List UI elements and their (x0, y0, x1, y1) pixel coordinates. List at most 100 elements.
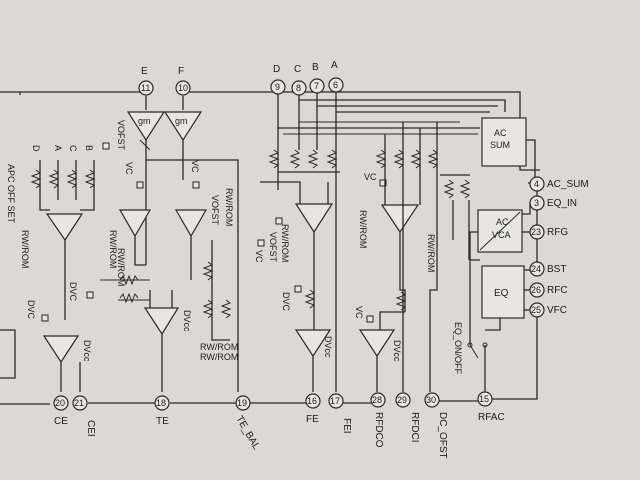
pin-7: 7 (309, 78, 325, 94)
label-vc-1: VC (190, 160, 200, 173)
switch-box-3 (192, 181, 200, 189)
svg-text:gm: gm (175, 116, 188, 126)
label-dvc-3: DVC (281, 292, 291, 312)
svg-text:26: 26 (531, 285, 541, 295)
switch-box-9 (366, 315, 374, 323)
label-vofst-1: VOFST (116, 120, 126, 151)
svg-text:21: 21 (74, 398, 84, 408)
label-dvc-2: DVC (68, 282, 78, 302)
label-cei: CEI (85, 420, 96, 437)
input-label-a: A (331, 60, 338, 71)
label-dc-ofst: DC_OFST (437, 412, 448, 459)
label-eq-in: EQ_IN (547, 198, 577, 209)
pin-16: 16 (305, 393, 321, 409)
input-label-c: C (294, 64, 301, 75)
svg-text:17: 17 (330, 396, 340, 406)
switch-box-8 (379, 179, 387, 187)
input-label-b: B (312, 62, 319, 73)
switch-box-6 (275, 217, 283, 225)
svg-text:AC: AC (496, 217, 509, 227)
svg-text:3: 3 (534, 198, 539, 208)
pin-3: 3 (529, 195, 545, 211)
label-fei: FEI (341, 418, 352, 434)
switch-box-1 (102, 142, 110, 150)
op-amp-left-2 (174, 209, 208, 238)
op-amp-rf-out (358, 329, 396, 358)
pin-18: 18 (154, 395, 170, 411)
label-rfdci: RFDCI (409, 412, 420, 443)
svg-text:24: 24 (531, 264, 541, 274)
svg-text:16: 16 (307, 396, 317, 406)
ac-vca-block: AC VCA (477, 209, 523, 253)
svg-text:30: 30 (426, 395, 436, 405)
svg-text:gm: gm (138, 116, 151, 126)
label-rw-rom-6: RW/ROM (200, 352, 238, 362)
pin-28: 28 (370, 392, 386, 408)
pin-15: 15 (477, 391, 493, 407)
input-label-e: E (141, 66, 148, 77)
pin-11: 11 (138, 80, 154, 96)
label-dvc-1: DVC (26, 300, 36, 320)
pin-25: 25 (529, 302, 545, 318)
switch-box-10 (294, 285, 302, 293)
label-rw-rom-7: RW/ROM (280, 224, 290, 262)
label-rw-rom-1: RW/ROM (20, 230, 30, 268)
label-vc-3: VC (254, 250, 264, 263)
svg-text:9: 9 (275, 82, 280, 92)
eq-block: EQ (481, 265, 525, 319)
label-dvcc-rf: DVcc (392, 340, 402, 362)
label-fe: FE (306, 414, 319, 425)
label-dvcc-ce: DVcc (82, 340, 92, 362)
label-rw-rom-5: RW/ROM (200, 342, 238, 352)
label-apc-offset: APC OFF SET (6, 164, 16, 224)
label-a: A (53, 145, 63, 151)
svg-text:23: 23 (531, 227, 541, 237)
label-vc-5: VC (364, 172, 377, 182)
switch-box-7 (257, 239, 265, 247)
label-vofst-3: VOFST (268, 232, 278, 263)
op-amp-focus-1 (294, 203, 334, 234)
pin-29: 29 (395, 392, 411, 408)
label-vfc: VFC (547, 305, 567, 316)
svg-text:20: 20 (55, 398, 65, 408)
label-rw-rom-2: RW/ROM (108, 230, 118, 268)
op-amp-left-1 (118, 209, 152, 238)
label-rw-rom-8: RW/ROM (358, 210, 368, 248)
label-eq-onoff: EQ_ON/OFF (453, 322, 463, 375)
label-vofst-2: VOFST (210, 195, 220, 226)
op-amp-rf-1 (380, 204, 420, 234)
ac-sum-block: AC SUM (481, 117, 527, 167)
label-rfg: RFG (547, 227, 568, 238)
svg-text:18: 18 (156, 398, 166, 408)
label-rfc: RFC (547, 285, 568, 296)
input-label-f: F (178, 66, 184, 77)
label-ce: CE (54, 416, 68, 427)
switch-box-2 (136, 181, 144, 189)
label-rfdco: RFDCO (373, 412, 384, 448)
op-amp-input-stage (45, 213, 84, 242)
label-te: TE (156, 416, 169, 427)
label-ac-sum: AC_SUM (547, 179, 589, 190)
pin-10: 10 (175, 80, 191, 96)
label-bst: BST (547, 264, 566, 275)
svg-text:SUM: SUM (490, 140, 510, 150)
gm-amplifier-1: gm (126, 111, 166, 142)
svg-text:8: 8 (296, 83, 301, 93)
svg-text:19: 19 (237, 398, 247, 408)
pin-26: 26 (529, 282, 545, 298)
svg-text:10: 10 (178, 83, 188, 93)
svg-text:15: 15 (479, 394, 489, 404)
label-dvcc-te: DVcc (182, 310, 192, 332)
label-rw-rom-9: RW/ROM (426, 234, 436, 272)
svg-text:11: 11 (141, 83, 150, 93)
switch-box-5 (41, 314, 49, 322)
pin-8: 8 (291, 80, 307, 96)
label-rw-rom-3: RW/ROM (116, 248, 126, 286)
pin-6: 6 (328, 77, 344, 93)
label-c: C (68, 145, 78, 152)
pin-17: 17 (328, 393, 344, 409)
pin-19: 19 (235, 395, 251, 411)
op-amp-ce (42, 335, 80, 364)
